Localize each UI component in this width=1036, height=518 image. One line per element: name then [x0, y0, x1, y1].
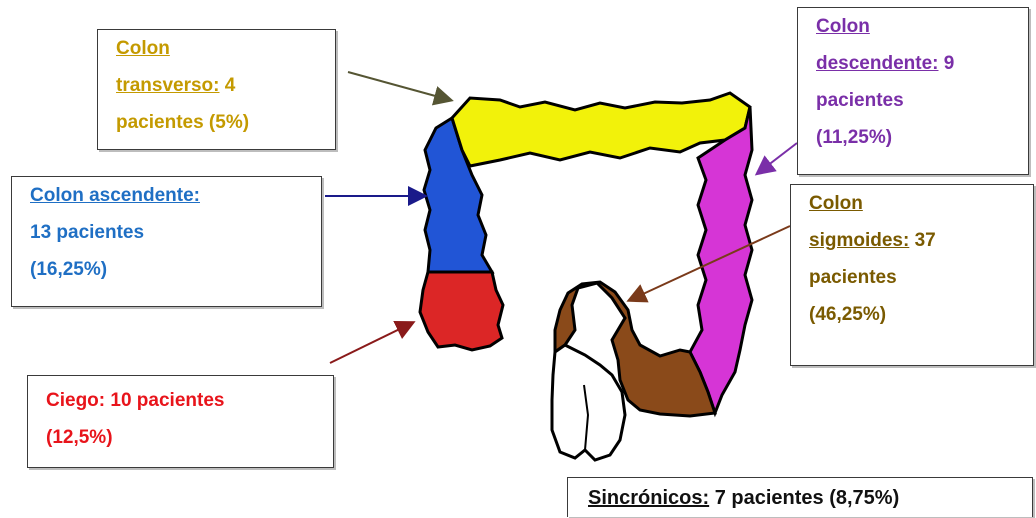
cecum-segment [420, 272, 503, 350]
sigmoides-name-line1: Colon [809, 185, 1033, 222]
transverso-name-line1: Colon [116, 30, 335, 67]
label-box-colon-sigmoides: Colon sigmoides: 37 pacientes (46,25%) [790, 184, 1034, 366]
descending-colon-segment [690, 107, 752, 413]
rectum-segment [552, 345, 625, 460]
descendente-name-line1: Colon [816, 8, 1028, 45]
transverso-patients: pacientes (5%) [116, 104, 335, 141]
ciego-line1: Ciego: 10 pacientes [46, 382, 333, 419]
ascendente-percent: (16,25%) [30, 251, 321, 288]
transverso-count: 4 [220, 75, 236, 96]
sigmoides-name-line2: sigmoides: [809, 230, 909, 251]
transverso-name-line2: transverso: [116, 75, 220, 96]
arrow-descendente [758, 143, 797, 173]
sincronicos-value: 7 pacientes (8,75%) [709, 487, 899, 509]
sigmoides-percent: (46,25%) [809, 296, 1033, 333]
label-box-colon-ascendente: Colon ascendente: 13 pacientes (16,25%) [11, 176, 322, 307]
label-box-colon-descendente: Colon descendente: 9 pacientes (11,25%) [797, 7, 1029, 175]
descendente-patients: pacientes [816, 82, 1028, 119]
ascendente-name: Colon ascendente: [30, 177, 321, 214]
ciego-line2: (12,5%) [46, 419, 333, 456]
sigmoides-count: 37 [909, 230, 935, 251]
descendente-percent: (11,25%) [816, 119, 1028, 156]
descendente-count: 9 [938, 53, 954, 74]
sigmoides-patients: pacientes [809, 259, 1033, 296]
label-box-sincronicos: Sincrónicos: 7 pacientes (8,75%) [567, 477, 1033, 517]
label-box-colon-transverso: Colon transverso: 4 pacientes (5%) [97, 29, 336, 150]
ascendente-count: 13 pacientes [30, 214, 321, 251]
label-box-ciego: Ciego: 10 pacientes (12,5%) [27, 375, 334, 468]
arrow-ciego [330, 323, 412, 363]
sincronicos-name: Sincrónicos: [588, 487, 709, 509]
descendente-name-line2: descendente: [816, 53, 938, 74]
arrow-transverso [348, 72, 450, 100]
